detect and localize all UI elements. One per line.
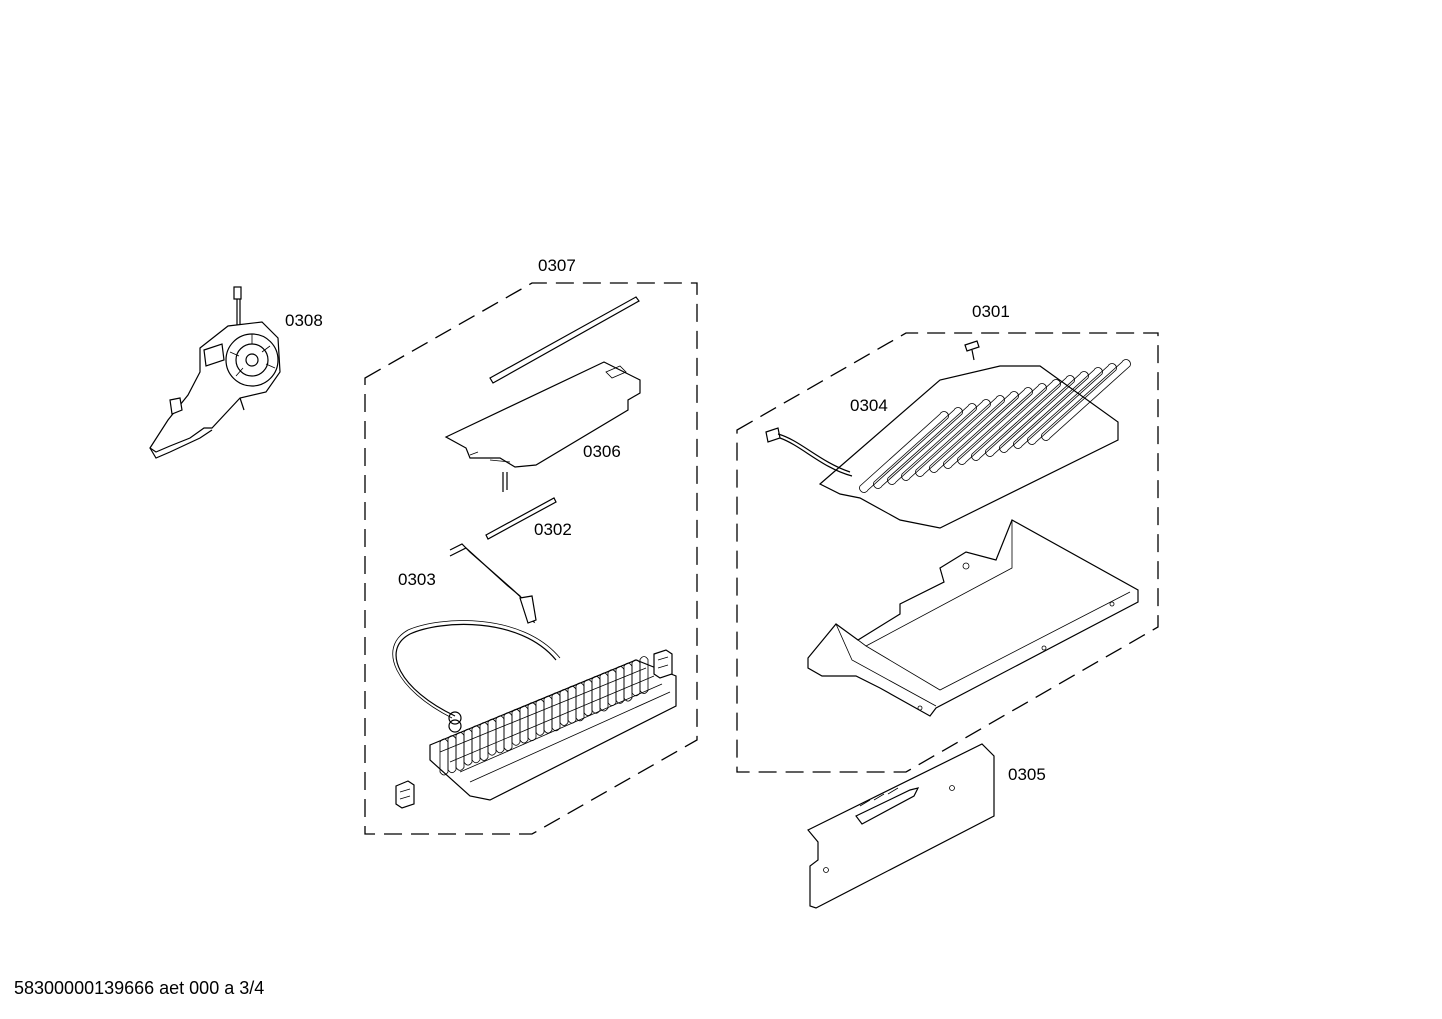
coil-fin <box>455 732 465 771</box>
sensor-tube-part: 0302 <box>485 497 572 540</box>
label-0302: 0302 <box>534 520 572 539</box>
label-0307: 0307 <box>538 256 576 275</box>
coil-tube <box>439 667 647 753</box>
coil-fin <box>551 692 561 732</box>
coil-fin <box>527 702 537 742</box>
coil-fin <box>439 738 449 776</box>
coil-tube <box>469 691 671 783</box>
coil-fin <box>583 679 593 716</box>
heater-rod-and-plate-part: 0306 <box>444 296 641 492</box>
coil-fin <box>479 722 489 761</box>
plate-rib <box>929 391 1019 473</box>
label-0301: 0301 <box>972 302 1010 321</box>
cold-plate-evaporator-part: 0304 <box>765 359 1131 529</box>
label-0308: 0308 <box>285 311 323 330</box>
plate-rib <box>957 383 1047 465</box>
coil-fin <box>559 689 569 726</box>
plate-rib <box>873 407 963 489</box>
coil-fin <box>591 675 601 714</box>
plate-rib <box>1013 367 1103 449</box>
label-0303: 0303 <box>398 570 436 589</box>
coil-fin <box>487 718 497 756</box>
screw-part <box>964 340 980 361</box>
coil-tube <box>459 683 663 773</box>
plate-rib <box>1027 363 1117 445</box>
plate-rib <box>999 371 1089 453</box>
plate-rib <box>887 403 977 485</box>
plate-rib <box>859 411 949 493</box>
mounting-clip-part <box>395 649 673 809</box>
coil-fin <box>543 695 553 734</box>
coil-tube <box>449 675 655 763</box>
document-id: 58300000139666 aet 000 a 3/4 <box>14 978 265 998</box>
coil-fin <box>519 705 529 744</box>
fan-motor-assembly-part: 0308 <box>149 286 323 459</box>
rear-cover-panel-part: 0305 <box>807 743 1046 909</box>
label-0306: 0306 <box>583 442 621 461</box>
coil-fin <box>631 659 641 697</box>
group-outline-0301 <box>736 332 1159 773</box>
label-0305: 0305 <box>1008 765 1046 784</box>
coil-fin <box>495 715 505 754</box>
coil-fin <box>447 735 457 774</box>
drip-tray-part <box>807 519 1139 717</box>
plate-rib <box>971 379 1061 461</box>
coil-fins <box>439 656 671 783</box>
plate-rib <box>943 387 1033 469</box>
bent-heater-rod-part: 0303 <box>398 543 537 624</box>
plate-ribs <box>859 359 1131 493</box>
coil-fin <box>471 725 481 764</box>
plate-rib <box>915 395 1005 477</box>
evaporator-coil-part <box>392 620 677 801</box>
plate-rib <box>901 399 991 481</box>
coil-fin <box>607 669 617 707</box>
group-outline-0307 <box>364 282 698 835</box>
coil-fin <box>503 712 513 751</box>
plate-rib <box>985 375 1075 457</box>
label-0304: 0304 <box>850 396 888 415</box>
coil-fin <box>535 699 545 736</box>
coil-fin <box>511 708 521 746</box>
coil-fin <box>567 685 577 724</box>
coil-fin <box>463 728 473 766</box>
plate-rib <box>1041 359 1131 441</box>
